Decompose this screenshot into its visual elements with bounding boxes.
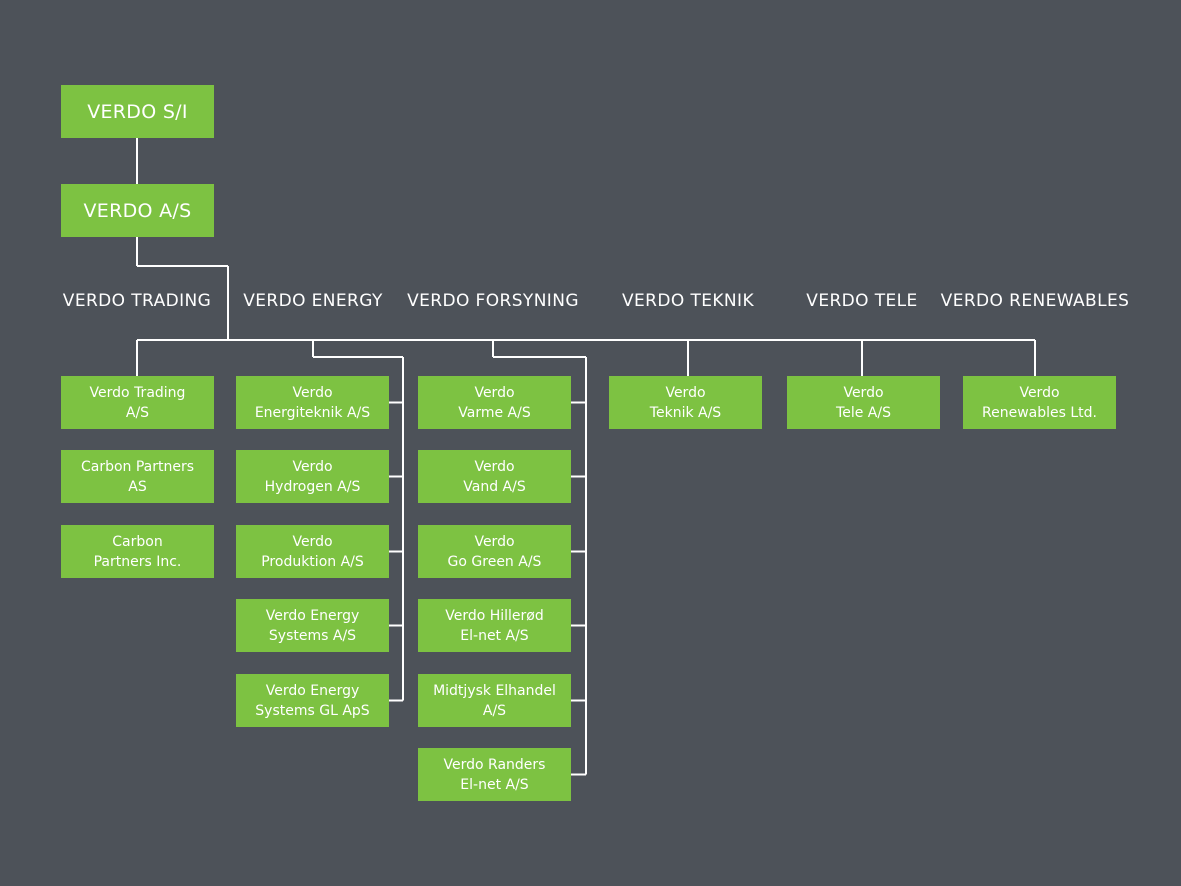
group-label-5: VERDO RENEWABLES xyxy=(940,291,1130,311)
company-box: Verdo Hillerød El-net A/S xyxy=(418,599,571,652)
company-box-label: Verdo Trading A/S xyxy=(89,384,186,421)
company-box-label: Verdo Energy Systems A/S xyxy=(265,607,360,644)
company-box: Verdo Renewables Ltd. xyxy=(963,376,1116,429)
company-box-label: Verdo Teknik A/S xyxy=(649,384,722,421)
group-label-2: VERDO FORSYNING xyxy=(407,291,579,311)
company-box-label: Verdo Hydrogen A/S xyxy=(264,458,361,495)
company-box-label: Verdo Hillerød El-net A/S xyxy=(445,607,544,644)
company-box-label: Verdo Energiteknik A/S xyxy=(254,384,371,421)
company-box-label: Verdo Energy Systems GL ApS xyxy=(255,682,370,719)
parent-company-box-label: VERDO A/S xyxy=(83,199,192,222)
company-box-label: Verdo Produktion A/S xyxy=(261,533,364,570)
company-box-label: Carbon Partners Inc. xyxy=(93,533,182,570)
group-label-0: VERDO TRADING xyxy=(62,291,212,311)
company-box: Verdo Energiteknik A/S xyxy=(236,376,389,429)
company-box: Verdo Tele A/S xyxy=(787,376,940,429)
company-box: Verdo Teknik A/S xyxy=(609,376,762,429)
company-box: Carbon Partners AS xyxy=(61,450,214,503)
group-label-3: VERDO TEKNIK xyxy=(621,291,755,311)
company-box-label: Verdo Go Green A/S xyxy=(447,533,542,570)
company-box: Carbon Partners Inc. xyxy=(61,525,214,578)
company-box: Verdo Vand A/S xyxy=(418,450,571,503)
company-box: Verdo Produktion A/S xyxy=(236,525,389,578)
parent-company-box: VERDO A/S xyxy=(61,184,214,237)
company-box: Verdo Trading A/S xyxy=(61,376,214,429)
group-label-4: VERDO TELE xyxy=(806,291,918,311)
root-company-box-label: VERDO S/I xyxy=(87,100,188,123)
company-box-label: Verdo Vand A/S xyxy=(463,458,526,495)
company-box: Verdo Energy Systems A/S xyxy=(236,599,389,652)
company-box-label: Verdo Tele A/S xyxy=(836,384,891,421)
company-box: Verdo Varme A/S xyxy=(418,376,571,429)
company-box: Verdo Hydrogen A/S xyxy=(236,450,389,503)
company-box-label: Verdo Varme A/S xyxy=(458,384,531,421)
root-company-box: VERDO S/I xyxy=(61,85,214,138)
company-box: Verdo Go Green A/S xyxy=(418,525,571,578)
company-box: Verdo Randers El-net A/S xyxy=(418,748,571,801)
company-box-label: Carbon Partners AS xyxy=(80,458,195,495)
company-box: Verdo Energy Systems GL ApS xyxy=(236,674,389,727)
company-box-label: Verdo Randers El-net A/S xyxy=(443,756,546,793)
group-label-1: VERDO ENERGY xyxy=(243,291,383,311)
company-box: Midtjysk Elhandel A/S xyxy=(418,674,571,727)
company-box-label: Midtjysk Elhandel A/S xyxy=(433,682,556,719)
company-box-label: Verdo Renewables Ltd. xyxy=(982,384,1097,421)
